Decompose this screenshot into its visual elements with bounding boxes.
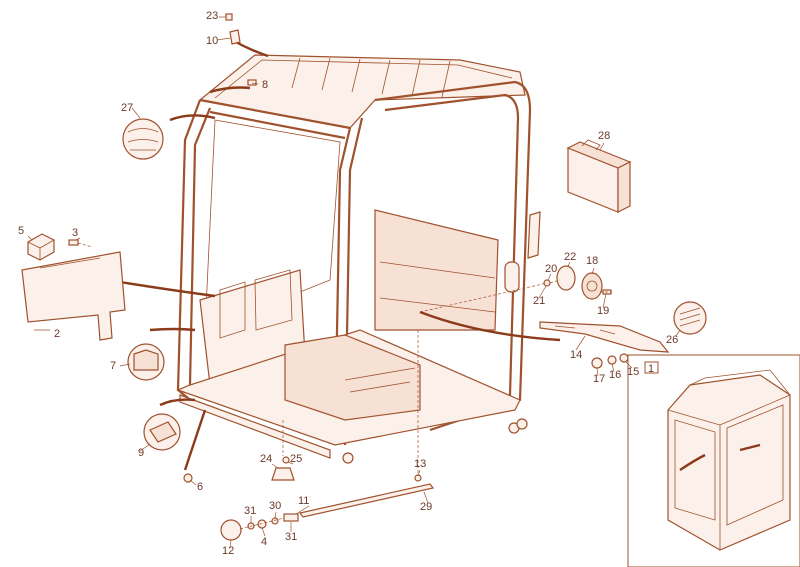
- cap-part-12: [220, 519, 242, 541]
- callout-1: 1: [648, 363, 654, 375]
- leader-lines: [27, 16, 681, 549]
- callout-14: 14: [570, 349, 582, 361]
- rod-part-29: [298, 483, 435, 518]
- callout-2: 2: [54, 328, 60, 340]
- bracket-part-14: [539, 321, 670, 353]
- panel-part-2: [21, 251, 126, 341]
- horn-part-18: [581, 272, 603, 300]
- washer-part-15: [619, 353, 629, 363]
- toolbox-part-28: [566, 139, 632, 213]
- callout-23: 23: [206, 10, 218, 22]
- part-10: [229, 29, 241, 45]
- callout-27: 27: [121, 102, 133, 114]
- callout-6: 6: [197, 481, 203, 493]
- callout-25: 25: [290, 453, 302, 465]
- part-23: [225, 13, 233, 21]
- part-8: [247, 79, 257, 86]
- callout-labels: 1 2 3 4 5 6 7 8 9 10 11 12 13 14 15 16 1…: [18, 10, 678, 557]
- callout-30: 30: [269, 500, 281, 512]
- detail-circle-part-27: [122, 118, 164, 160]
- washer-part-4: [257, 519, 267, 529]
- cab-assembly: [176, 54, 541, 464]
- ring-part-22: [556, 265, 576, 291]
- callout-16: 16: [609, 369, 621, 381]
- callout-28: 28: [598, 130, 610, 142]
- callout-12: 12: [222, 545, 234, 557]
- wire-harness: [119, 38, 561, 471]
- callout-31-lower: 31: [285, 531, 297, 543]
- callout-17: 17: [593, 373, 605, 385]
- spring-part-11: [283, 513, 299, 522]
- washer-part-17: [591, 357, 603, 369]
- callout-13: 13: [414, 458, 426, 470]
- washer-part-16: [607, 355, 617, 365]
- callout-19: 19: [597, 305, 609, 317]
- callout-24: 24: [260, 453, 272, 465]
- callout-20: 20: [545, 263, 557, 275]
- callout-29: 29: [420, 501, 432, 513]
- callout-5: 5: [18, 225, 24, 237]
- washer-part-30: [271, 517, 279, 525]
- callout-3: 3: [72, 227, 78, 239]
- callout-4: 4: [261, 536, 267, 548]
- callout-26: 26: [666, 334, 678, 346]
- callout-7: 7: [110, 360, 116, 372]
- callout-15: 15: [627, 366, 639, 378]
- callout-10: 10: [206, 35, 218, 47]
- assembled-cab-inset: [627, 354, 800, 567]
- callout-22: 22: [564, 251, 576, 263]
- foot-part-24: [271, 467, 295, 481]
- callout-9: 9: [138, 447, 144, 459]
- callout-8: 8: [262, 79, 268, 91]
- bolt-part-25: [282, 456, 290, 464]
- callout-11: 11: [298, 495, 309, 507]
- callout-21: 21: [533, 295, 545, 307]
- detail-circle-part-26: [673, 301, 707, 335]
- screw-part-3: [68, 239, 79, 246]
- callout-31-upper: 31: [244, 505, 256, 517]
- callout-18: 18: [586, 255, 598, 267]
